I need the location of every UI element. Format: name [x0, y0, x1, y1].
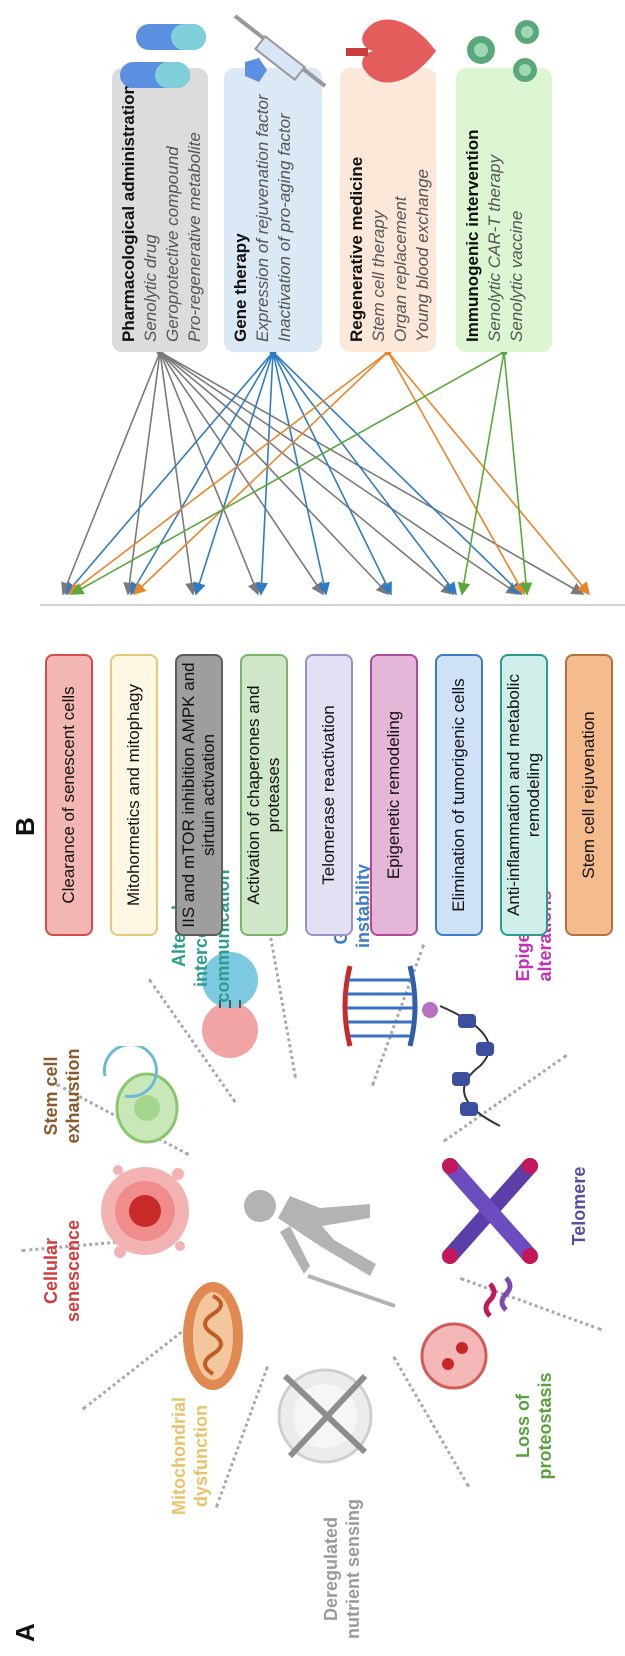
mitochondria-icon: [183, 1282, 243, 1390]
connection-arrow: [387, 351, 591, 596]
elderly-person-icon: [244, 1190, 396, 1308]
intervention-title: Regenerative medicine: [347, 156, 366, 342]
intervention-item: Senolytic drug: [141, 234, 160, 342]
intercellular-communication-icon: [202, 952, 258, 1058]
connection-arrow: [159, 351, 585, 595]
connection-arrow: [457, 351, 505, 596]
connection-arrow: [159, 351, 260, 596]
connection-arrow: [61, 351, 161, 596]
pill-capsules-icon: [120, 24, 206, 88]
connection-arrow: [272, 351, 392, 596]
connection-arrow: [255, 351, 274, 596]
connection-arrow: [67, 351, 389, 595]
intervention-item: Inactivation of pro-aging factor: [275, 113, 294, 342]
intervention-item: Stem cell therapy: [369, 210, 388, 342]
connection-arrow: [159, 351, 455, 596]
intervention-item: Geroprotective compound: [163, 146, 182, 342]
connection-arrow: [159, 351, 390, 596]
connection-arrow: [159, 351, 198, 596]
chromosome-icon: [442, 1158, 538, 1264]
chromatin-icon: [422, 1002, 501, 1127]
connection-arrow: [503, 351, 533, 596]
connection-arrow: [123, 351, 161, 596]
dna-icon: [342, 965, 418, 1047]
stem-cell-icon: [102, 1046, 179, 1144]
connection-arrow: [272, 351, 523, 596]
immune-cells-icon: [467, 20, 539, 82]
connection-arrow: [272, 351, 330, 596]
intervention-item: Expression of rejuvenation factor: [253, 94, 272, 342]
intervention-item: Young blood exchange: [413, 169, 432, 342]
protein-aggregate-icon: [420, 1276, 513, 1390]
intervention-title: Immunogenic intervention: [463, 129, 482, 342]
connection-arrow: [159, 351, 324, 596]
connection-arrow: [70, 351, 505, 595]
intervention-item: Senolytic CAR-T therapy: [485, 154, 504, 342]
syringe-icon: [233, 14, 327, 88]
connection-arrow: [387, 351, 525, 596]
connection-arrow: [132, 351, 389, 596]
intervention-item: Organ replacement: [391, 196, 410, 342]
connection-arrow: [130, 351, 274, 596]
senescent-cell-icon: [101, 1165, 189, 1258]
connection-arrow: [64, 351, 274, 596]
intervention-item: Senolytic vaccine: [507, 210, 526, 342]
intervention-title: Gene therapy: [231, 233, 250, 342]
intervention-title: Pharmacological administration: [119, 84, 138, 342]
connection-arrow: [193, 351, 274, 596]
intervention-item: Pro-regenerative metabolite: [185, 132, 204, 342]
heart-organ-icon: [346, 19, 436, 83]
connection-arrow: [272, 351, 457, 596]
connection-arrow: [159, 351, 520, 595]
fork-knife-plate-icon: [277, 1368, 373, 1464]
